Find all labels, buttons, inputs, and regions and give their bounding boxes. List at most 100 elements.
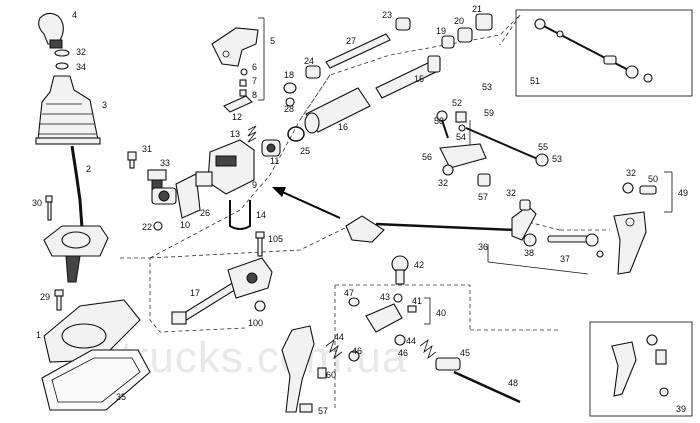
callout-58: 58 — [434, 116, 444, 126]
spring-44-left — [325, 338, 343, 360]
callout-44-right: 44 — [406, 336, 416, 346]
callout-41: 41 — [412, 296, 422, 306]
callout-38: 38 — [524, 248, 534, 258]
callout-30: 30 — [32, 198, 42, 208]
callout-54: 54 — [456, 132, 466, 142]
nut-32-mid — [442, 164, 454, 176]
pin-48 — [453, 370, 521, 404]
callout-14: 14 — [256, 210, 266, 220]
washer-47 — [348, 297, 360, 307]
bushing-32-rod — [519, 199, 531, 211]
pin-58 — [441, 119, 449, 139]
o-ring-25 — [287, 126, 305, 142]
callout-labels: 4 32 34 3 2 30 29 1 35 31 33 22 10 26 5 … — [32, 4, 688, 416]
shift-lever-right — [613, 211, 647, 275]
callout-8: 8 — [252, 90, 257, 100]
callout-46-right: 46 — [398, 348, 408, 358]
assembly-outline-2 — [334, 219, 610, 410]
bolt-30 — [45, 195, 53, 221]
bushing-19 — [441, 35, 455, 49]
ring-18 — [283, 82, 297, 94]
bushing-24 — [305, 65, 321, 79]
callout-59: 59 — [484, 108, 494, 118]
spring-7 — [239, 79, 247, 87]
callout-105: 105 — [268, 234, 283, 244]
callout-2: 2 — [86, 164, 91, 174]
bushing-20 — [457, 27, 473, 43]
bolt-50 — [639, 185, 657, 195]
callout-57: 57 — [318, 406, 328, 416]
ball-6 — [240, 68, 248, 76]
ring-34 — [55, 62, 69, 70]
lever-base-housing — [43, 225, 109, 283]
cap-23 — [395, 17, 411, 31]
callout-39: 39 — [676, 404, 686, 414]
bushing-46-right — [394, 334, 406, 346]
linkage-rod-51 — [534, 18, 653, 83]
callout-18: 18 — [284, 70, 294, 80]
shift-housing-9 — [195, 139, 255, 195]
bolt-105 — [255, 231, 265, 257]
callout-52: 52 — [452, 98, 462, 108]
callout-35: 35 — [116, 392, 126, 402]
callout-4: 4 — [72, 10, 77, 20]
nut-100 — [254, 300, 266, 312]
gasket-35 — [41, 349, 151, 411]
callout-32-mid: 32 — [438, 178, 448, 188]
ball-socket-42 — [391, 255, 409, 285]
shift-rod-17 — [171, 257, 273, 325]
callout-33: 33 — [160, 158, 170, 168]
callout-32: 32 — [76, 47, 86, 57]
callout-36: 36 — [478, 242, 488, 252]
callout-15: 15 — [414, 74, 424, 84]
switch-10 — [151, 187, 177, 205]
pin-8 — [239, 89, 247, 97]
callout-47: 47 — [344, 288, 354, 298]
callout-23: 23 — [382, 10, 392, 20]
callout-46-left: 46 — [352, 346, 362, 356]
callout-9: 9 — [252, 180, 257, 190]
ring-32 — [54, 49, 70, 57]
callout-50: 50 — [648, 174, 658, 184]
callout-34: 34 — [76, 62, 86, 72]
callout-20: 20 — [454, 16, 464, 26]
callout-100: 100 — [248, 318, 263, 328]
nut-28 — [285, 97, 295, 107]
callout-53-top: 53 — [482, 82, 492, 92]
callout-17: 17 — [190, 288, 200, 298]
callout-24: 24 — [304, 56, 314, 66]
callout-28: 28 — [284, 104, 294, 114]
callout-11: 11 — [270, 156, 279, 166]
bolt-57 — [299, 403, 313, 413]
callout-57-mid: 57 — [478, 192, 488, 202]
callout-51: 51 — [530, 76, 540, 86]
assembly-outline — [120, 14, 521, 333]
bushing-38 — [523, 233, 537, 247]
spring-13 — [247, 125, 257, 143]
shaft-15 — [375, 55, 441, 99]
washer-32-right — [622, 182, 634, 194]
callout-32-rod: 32 — [506, 188, 516, 198]
callout-40: 40 — [436, 308, 446, 318]
direction-arrow — [272, 187, 341, 219]
callout-31: 31 — [142, 144, 152, 154]
gasket-inner — [51, 357, 141, 403]
bushing-46-left — [348, 350, 360, 362]
plate-12 — [223, 95, 253, 113]
callout-7: 7 — [252, 76, 257, 86]
callout-21: 21 — [472, 4, 482, 14]
callout-43: 43 — [380, 292, 390, 302]
bushing-21 — [475, 13, 493, 31]
callout-6: 6 — [252, 62, 257, 72]
callout-10: 10 — [180, 220, 190, 230]
spring-44-right — [419, 338, 437, 360]
bushing-11 — [261, 139, 281, 157]
u-bolt-14 — [229, 200, 251, 230]
callout-29: 29 — [40, 292, 50, 302]
callout-26: 26 — [200, 208, 210, 218]
callout-32-right: 32 — [626, 168, 636, 178]
callout-45: 45 — [460, 348, 470, 358]
callout-22: 22 — [142, 222, 152, 232]
bushing-57b — [477, 173, 491, 187]
